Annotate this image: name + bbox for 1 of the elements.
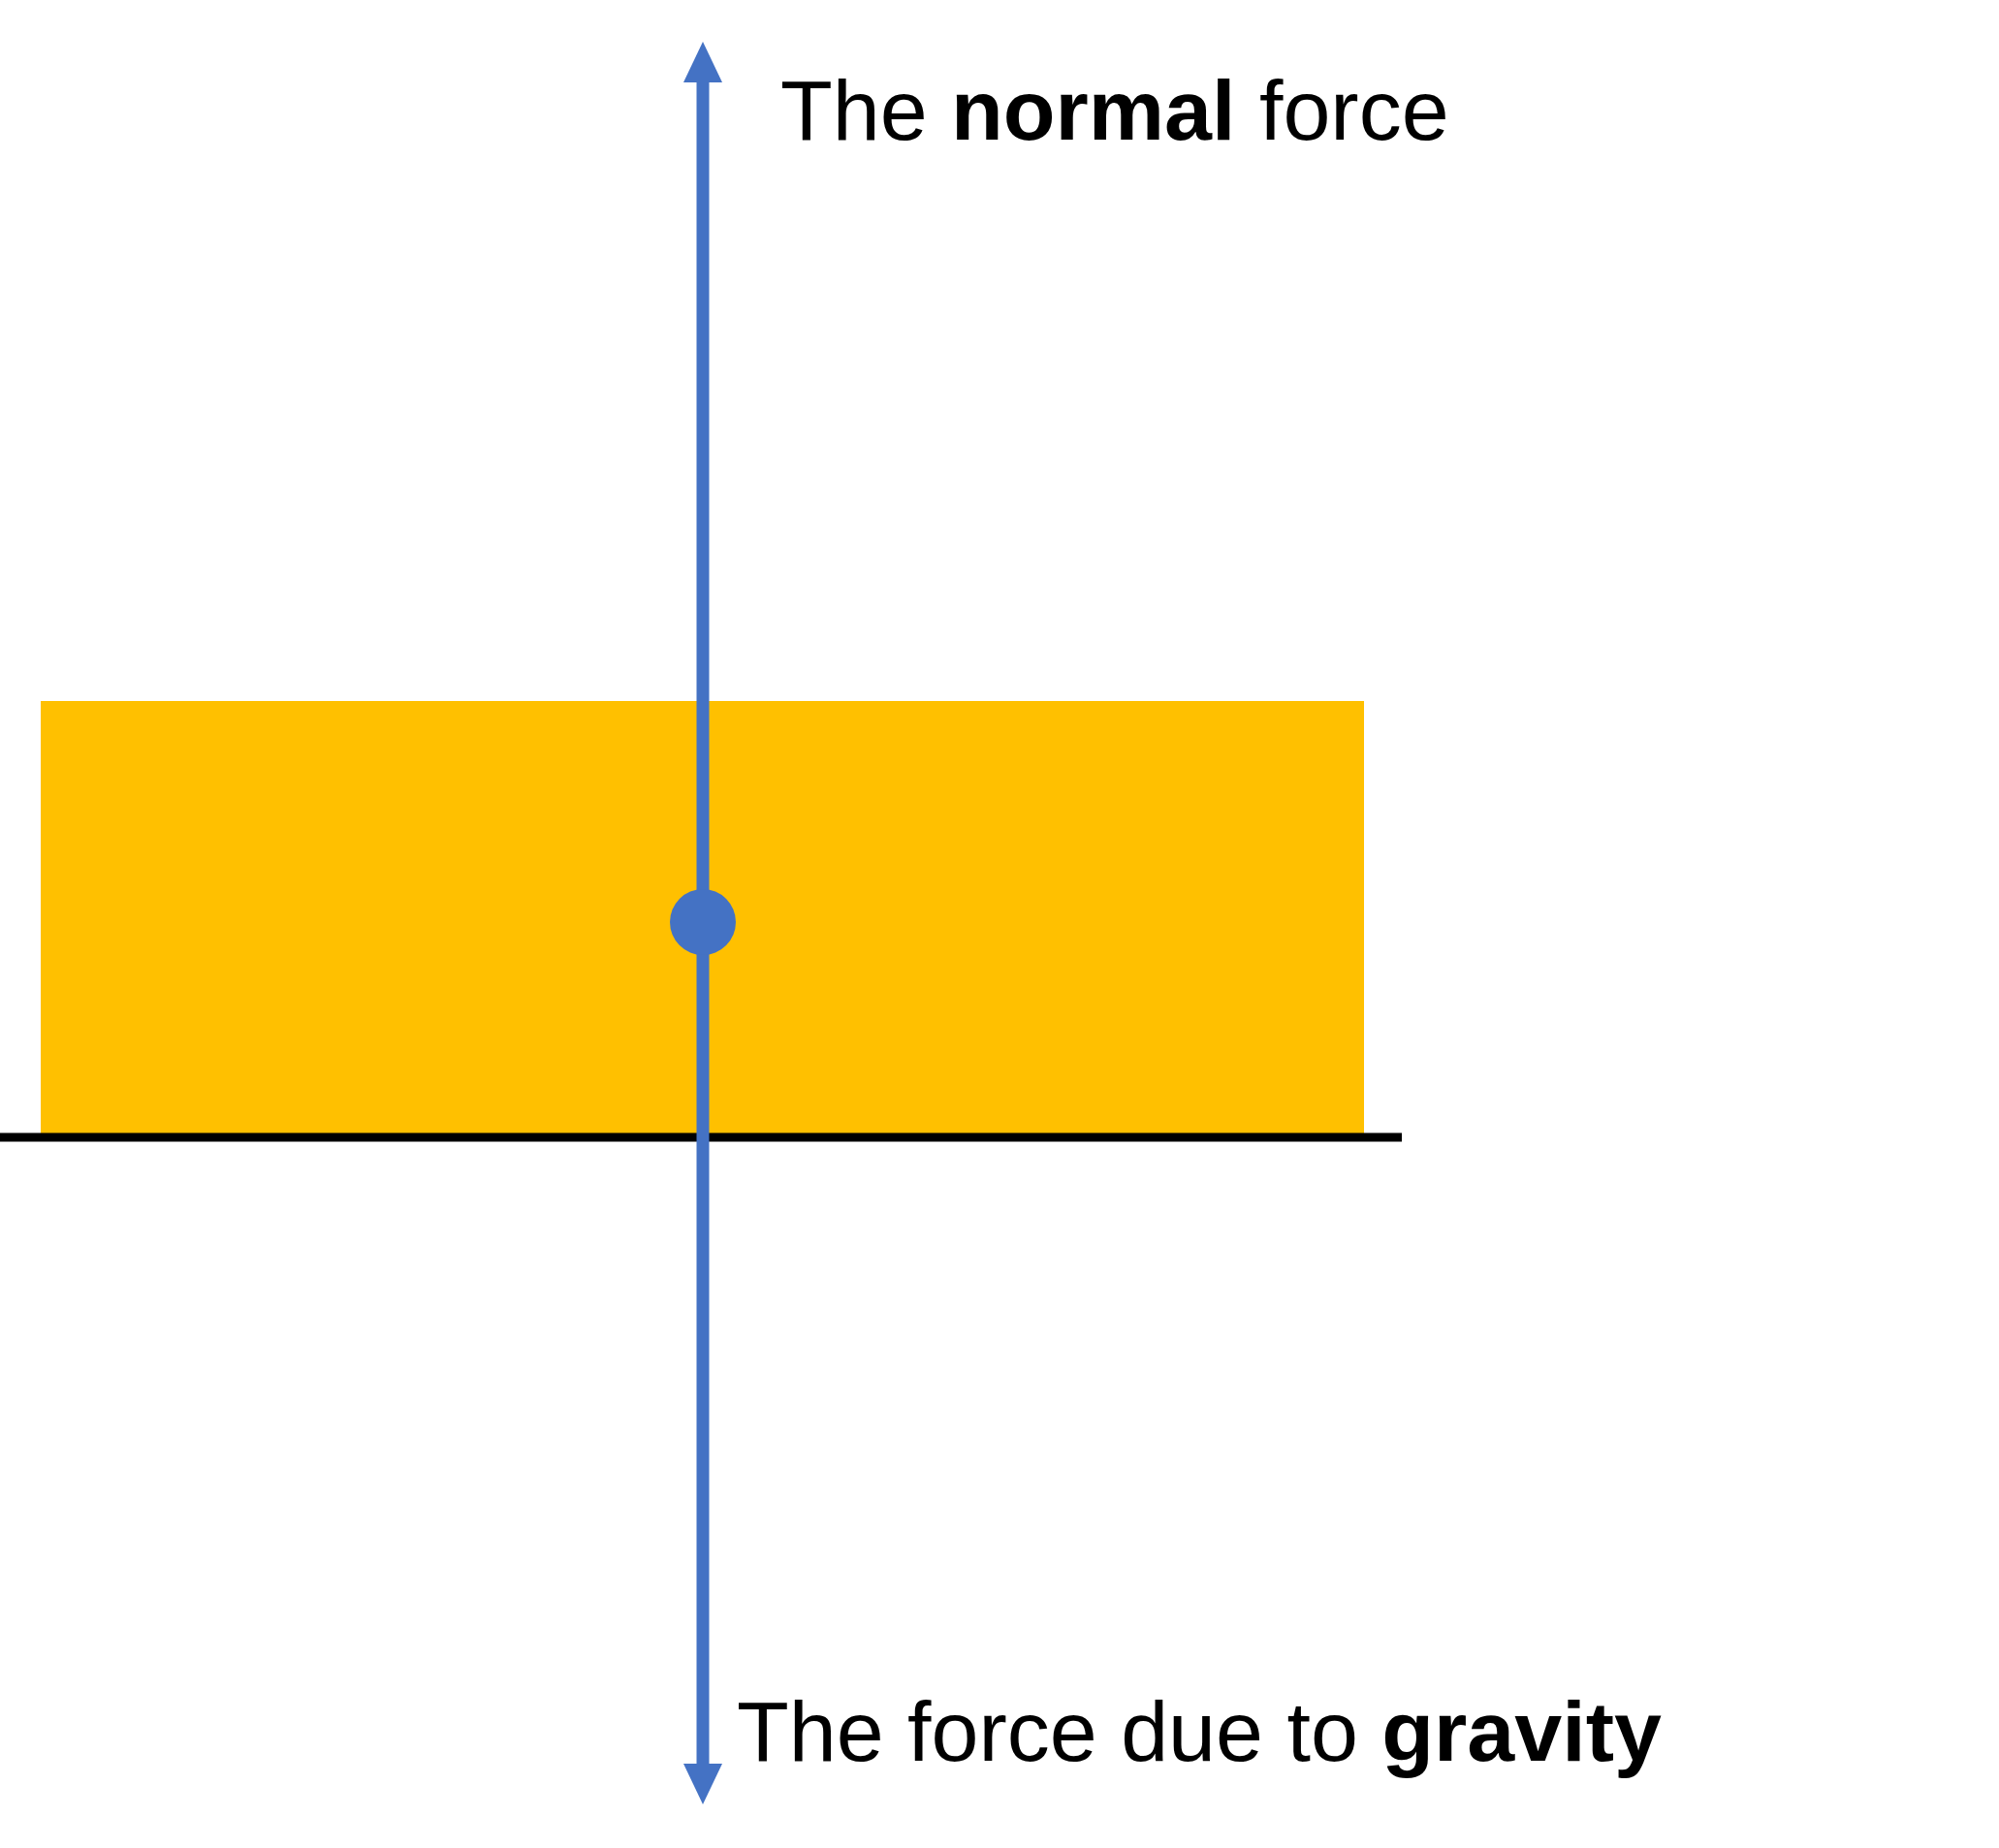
force-label: The normal force bbox=[780, 68, 1449, 153]
